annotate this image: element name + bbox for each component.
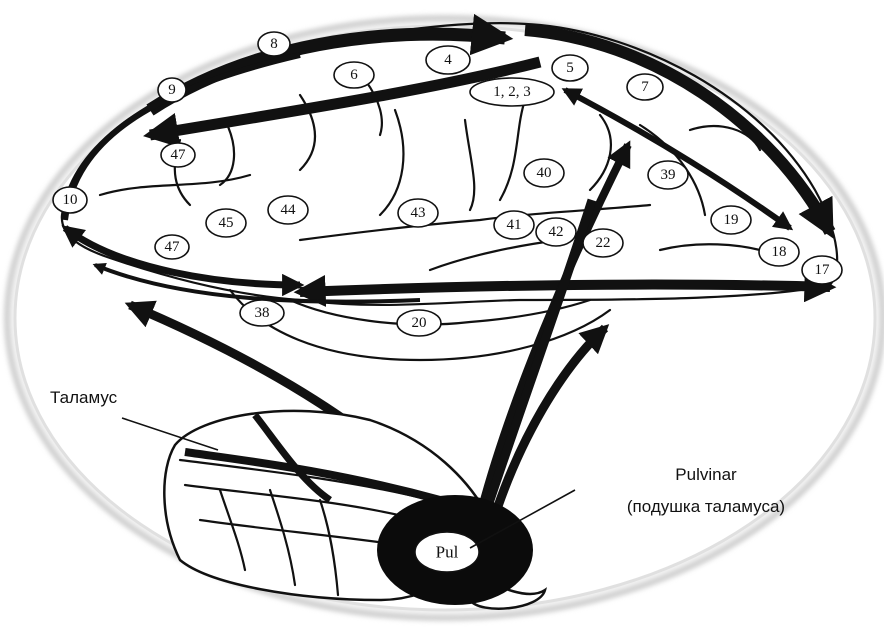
area-label-5: 5 (552, 55, 588, 81)
svg-text:42: 42 (549, 224, 564, 240)
svg-text:7: 7 (641, 79, 649, 95)
area-label-17: 17 (802, 256, 842, 284)
svg-text:45: 45 (219, 215, 234, 231)
area-label-19: 19 (711, 206, 751, 234)
svg-text:1, 2, 3: 1, 2, 3 (493, 84, 531, 100)
thalamus-caption: Таламус (50, 388, 118, 407)
svg-text:20: 20 (412, 315, 427, 331)
svg-text:6: 6 (350, 67, 358, 83)
svg-text:44: 44 (281, 202, 297, 218)
area-label-44: 44 (268, 196, 308, 224)
svg-text:47: 47 (165, 239, 181, 255)
svg-text:38: 38 (255, 305, 270, 321)
area-label-1-2-3: 1, 2, 3 (470, 78, 554, 106)
svg-text:41: 41 (507, 217, 522, 233)
svg-text:9: 9 (168, 82, 176, 98)
svg-text:47: 47 (171, 147, 187, 163)
pulvinar-caption: Pulvinar (675, 465, 737, 484)
pul-label: Pul (436, 543, 459, 562)
svg-text:8: 8 (270, 36, 278, 52)
area-label-10: 10 (53, 187, 87, 213)
area-label-39: 39 (648, 161, 688, 189)
area-label-9: 9 (158, 78, 186, 102)
svg-text:17: 17 (815, 262, 831, 278)
area-label-6: 6 (334, 62, 374, 88)
svg-text:5: 5 (566, 60, 574, 76)
area-label-4: 4 (426, 46, 470, 74)
svg-text:18: 18 (772, 244, 787, 260)
pulvinar: Pul (377, 495, 533, 605)
area-label-47-lower: 47 (155, 235, 189, 259)
area-label-41: 41 (494, 211, 534, 239)
svg-text:10: 10 (63, 192, 78, 208)
svg-text:43: 43 (411, 205, 426, 221)
area-label-22: 22 (583, 229, 623, 257)
svg-text:19: 19 (724, 212, 739, 228)
svg-text:22: 22 (596, 235, 611, 251)
pulvinar-subcaption: (подушка таламуса) (627, 497, 785, 516)
svg-text:39: 39 (661, 167, 676, 183)
area-label-43: 43 (398, 199, 438, 227)
area-label-38: 38 (240, 300, 284, 326)
area-label-7: 7 (627, 74, 663, 100)
area-label-45: 45 (206, 209, 246, 237)
svg-text:4: 4 (444, 52, 452, 68)
area-label-42: 42 (536, 218, 576, 246)
area-label-8: 8 (258, 32, 290, 56)
area-label-40: 40 (524, 159, 564, 187)
area-label-20: 20 (397, 310, 441, 336)
area-label-18: 18 (759, 238, 799, 266)
svg-text:40: 40 (537, 165, 552, 181)
area-label-47-upper: 47 (161, 143, 195, 167)
